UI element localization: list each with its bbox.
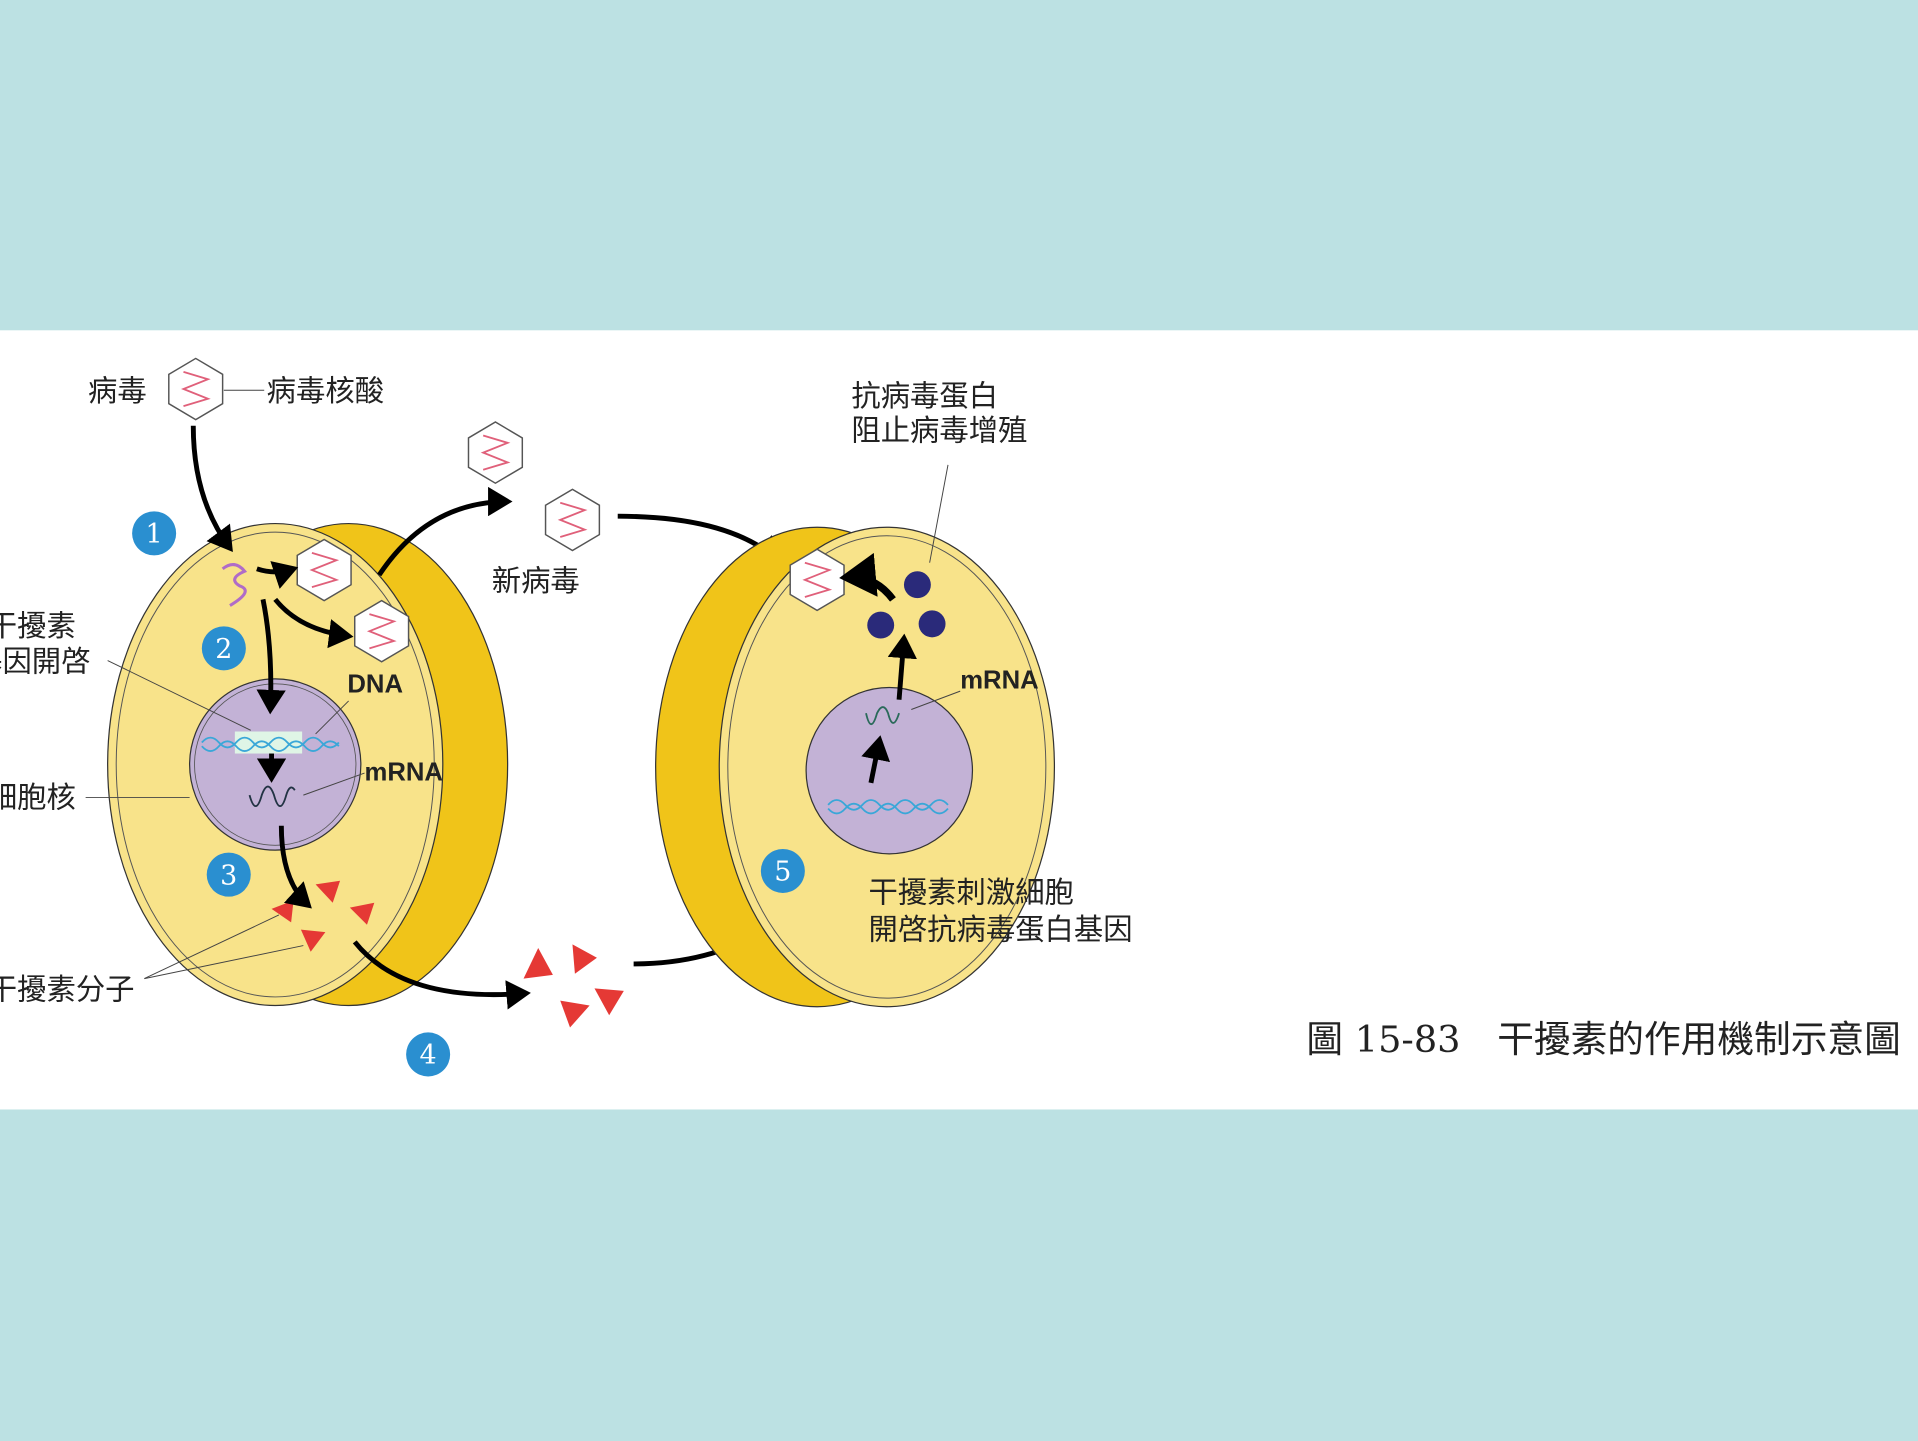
label-ifn-gene-1: 干擾素 [0,609,76,643]
label-mrna-right: mRNA [960,667,1038,695]
step-badges: 1 2 3 4 5 [132,511,805,1077]
label-new-virus: 新病毒 [492,564,580,598]
nucleus [805,686,974,855]
label-antiviral-2: 阻止病毒增殖 [851,413,1027,447]
label-dna: DNA [347,670,403,698]
label-virus: 病毒 [88,374,147,408]
nucleus [188,678,362,851]
mrna-strand [865,706,900,726]
infected-cell [85,389,857,1010]
label-viral-nucleic-acid: 病毒核酸 [267,374,384,408]
dna-strand [201,736,340,749]
svg-text:1: 1 [146,519,163,550]
svg-text:3: 3 [220,860,237,891]
step-5-badge: 5 [760,848,805,893]
svg-text:5: 5 [774,857,791,888]
label-stimulate-2: 開啓抗病毒蛋白基因 [868,912,1132,946]
label-mrna-left: mRNA [365,758,443,786]
neighbor-cell [655,464,1056,1008]
viral-nucleic-acid [221,563,248,607]
svg-text:2: 2 [215,634,232,665]
svg-text:4: 4 [420,1040,437,1071]
label-ifn-gene-2: 基因開啓 [0,645,90,679]
label-antiviral-1: 抗病毒蛋白 [851,379,998,413]
secreted-interferon [523,944,624,1028]
mrna-strand [248,785,296,808]
label-nucleus: 細胞核 [0,780,76,814]
step-3-badge: 3 [206,852,251,897]
step-1-badge: 1 [132,511,177,556]
antiviral-proteins [867,571,946,639]
step-2-badge: 2 [201,626,246,671]
step-4-badge: 4 [406,1032,451,1077]
label-stimulate-1: 干擾素刺激細胞 [868,876,1073,910]
label-ifn-molecule: 干擾素分子 [0,972,135,1006]
figure-caption: 圖 15-83 干擾素的作用機制示意圖 [1306,1018,1900,1061]
